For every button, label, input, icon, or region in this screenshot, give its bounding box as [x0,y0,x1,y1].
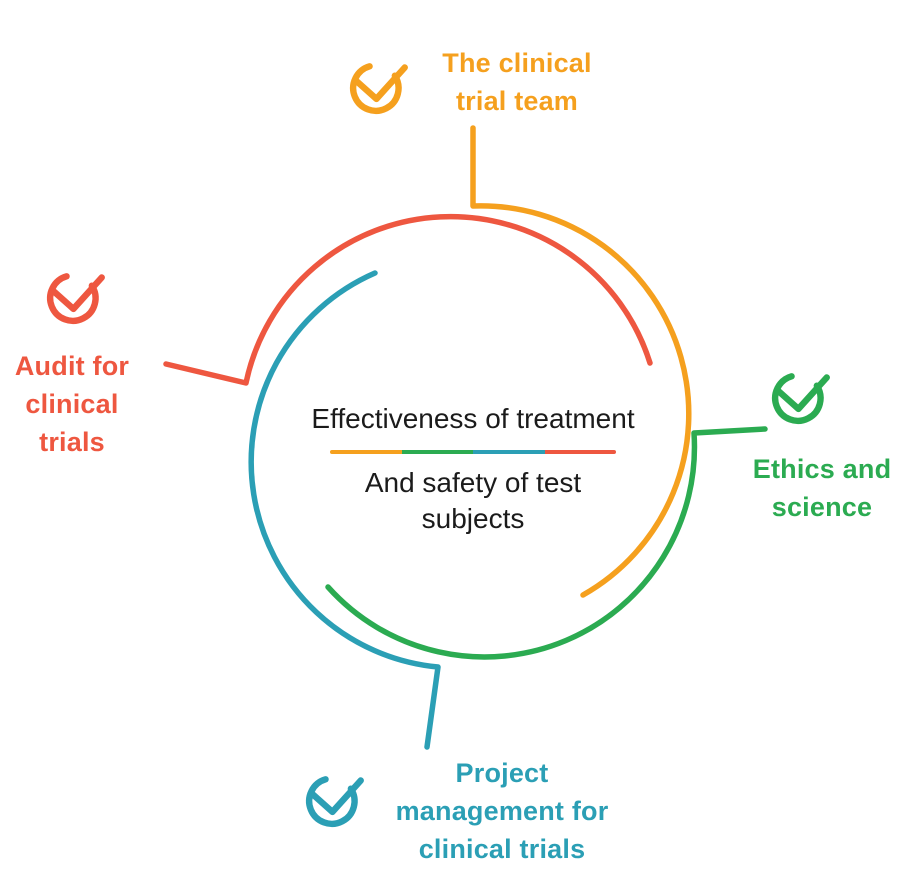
node-label-audit-for-clinical-trials: Audit for clinical trials [14,351,130,457]
check-circle-icon-left [47,273,105,324]
center-title: Effectiveness of treatment [311,403,635,434]
node-label-project-management: Project management for clinical trials [395,758,609,864]
arc-green [325,426,768,660]
check-circle-icon-right [772,373,830,424]
icon-circle-stroke [47,273,99,324]
arc-teal [248,270,441,750]
icon-circle-stroke [772,373,824,424]
arc-red [163,213,653,386]
node-label-ethics-and-science: Ethics and science [752,454,892,522]
check-circle-icon-bottom [306,776,364,827]
icon-checkmark [775,374,830,413]
center-text-block: Effectiveness of treatment And safety of… [288,401,658,537]
icon-circle-stroke [350,63,402,114]
divider-segment-red [544,450,616,454]
divider-segment-orange [330,450,402,454]
arc-orange [470,125,692,598]
node-label-clinical-trial-team: The clinical trial team [442,48,592,116]
icon-checkmark [309,777,364,816]
icon-checkmark [50,274,105,313]
divider-segment-teal [473,450,545,454]
color-divider [330,450,616,454]
check-circle-icon-top [350,63,408,114]
divider-segment-green [401,450,473,454]
icon-checkmark [353,64,408,103]
center-subtitle: And safety of test subjects [364,467,582,534]
icon-circle-stroke [306,776,358,827]
